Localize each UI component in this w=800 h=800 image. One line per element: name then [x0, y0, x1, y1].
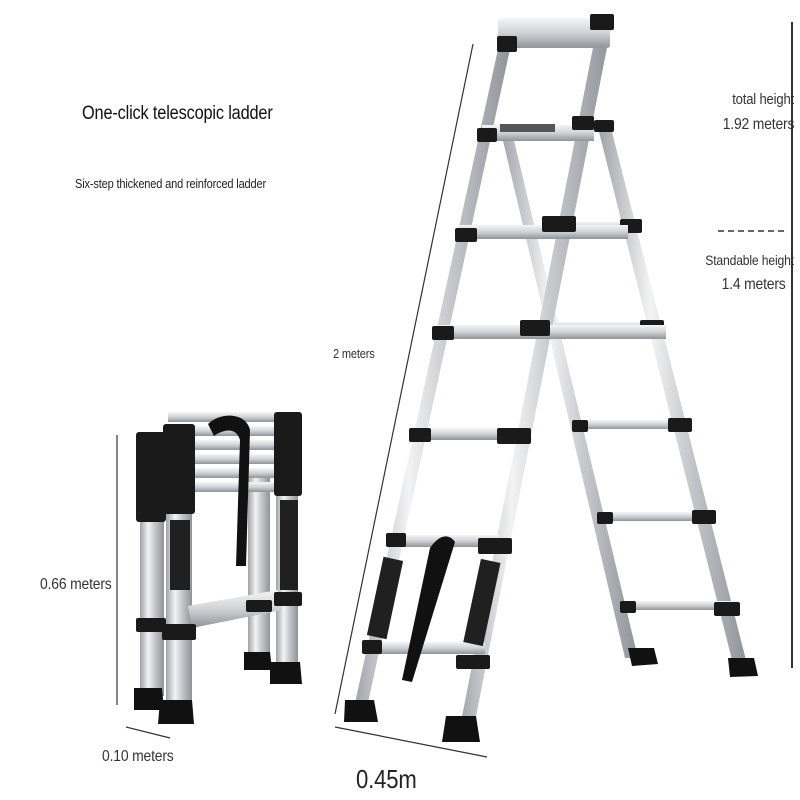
base-width-line	[334, 726, 488, 758]
diagonal-length-label: 2 meters	[333, 346, 375, 361]
product-subtitle: Six-step thickened and reinforced ladder	[75, 176, 266, 191]
carry-strap	[402, 536, 455, 682]
total-height-value: 1.92 meters	[722, 116, 794, 133]
folded-depth-line	[125, 726, 171, 739]
extended-ladder	[344, 14, 758, 742]
rear-feet	[628, 648, 758, 677]
total-height-label: total height	[732, 91, 794, 108]
folded-height-label: 0.66 meters	[40, 576, 112, 593]
front-feet	[344, 700, 480, 742]
product-title: One-click telescopic ladder	[82, 103, 273, 124]
standable-height-label: Standable height	[705, 252, 794, 268]
rear-legs	[500, 128, 748, 668]
dimension-lines	[116, 22, 793, 758]
warning-labels	[366, 556, 501, 647]
folded-depth-label: 0.10 meters	[102, 748, 174, 765]
front-steps	[365, 124, 666, 654]
base-width-label: 0.45m	[356, 764, 417, 794]
top-handle	[498, 18, 610, 48]
diagonal-length-line	[334, 43, 474, 715]
standable-height-value: 1.4 meters	[721, 276, 786, 293]
folded-ladder	[134, 412, 302, 724]
front-joints	[362, 116, 594, 669]
